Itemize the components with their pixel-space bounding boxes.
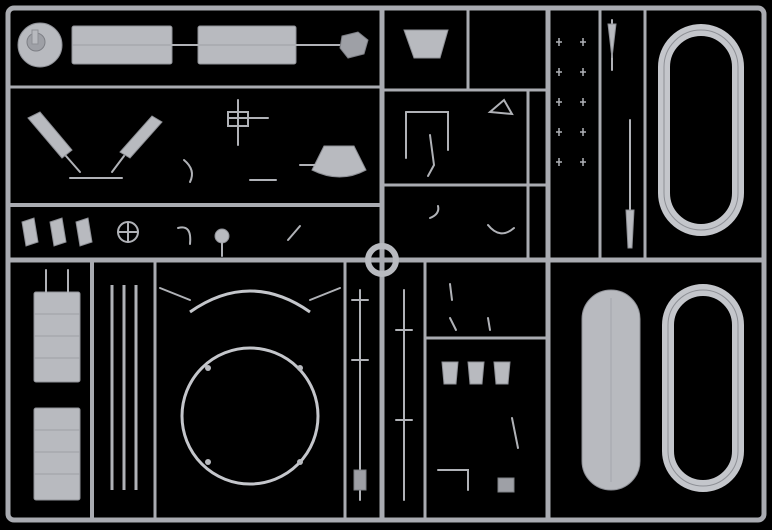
slatted-panel-parts — [33, 269, 81, 501]
oval-ring-part-top — [658, 24, 744, 236]
round-knob-part — [17, 22, 63, 68]
tapered-bucket-part — [403, 29, 515, 235]
small-clip-parts — [21, 217, 301, 257]
small-lever-parts — [183, 99, 316, 183]
bracket-parts — [437, 283, 519, 493]
capsule-shell-part — [581, 289, 641, 491]
sprue-frame — [5, 5, 767, 523]
small-fitting-parts — [556, 19, 635, 249]
angled-arm-parts — [27, 111, 163, 179]
bucket-seat-part — [311, 145, 367, 178]
vertical-linkage-parts — [351, 289, 413, 501]
oval-ring-part-bottom — [662, 284, 744, 492]
sprue-hub-ring — [365, 243, 399, 277]
large-ring-part — [180, 346, 320, 486]
arc-part — [159, 287, 341, 314]
ribbed-panel-parts — [71, 25, 341, 65]
faceted-cap-part — [339, 31, 369, 59]
long-rod-parts — [110, 285, 138, 490]
